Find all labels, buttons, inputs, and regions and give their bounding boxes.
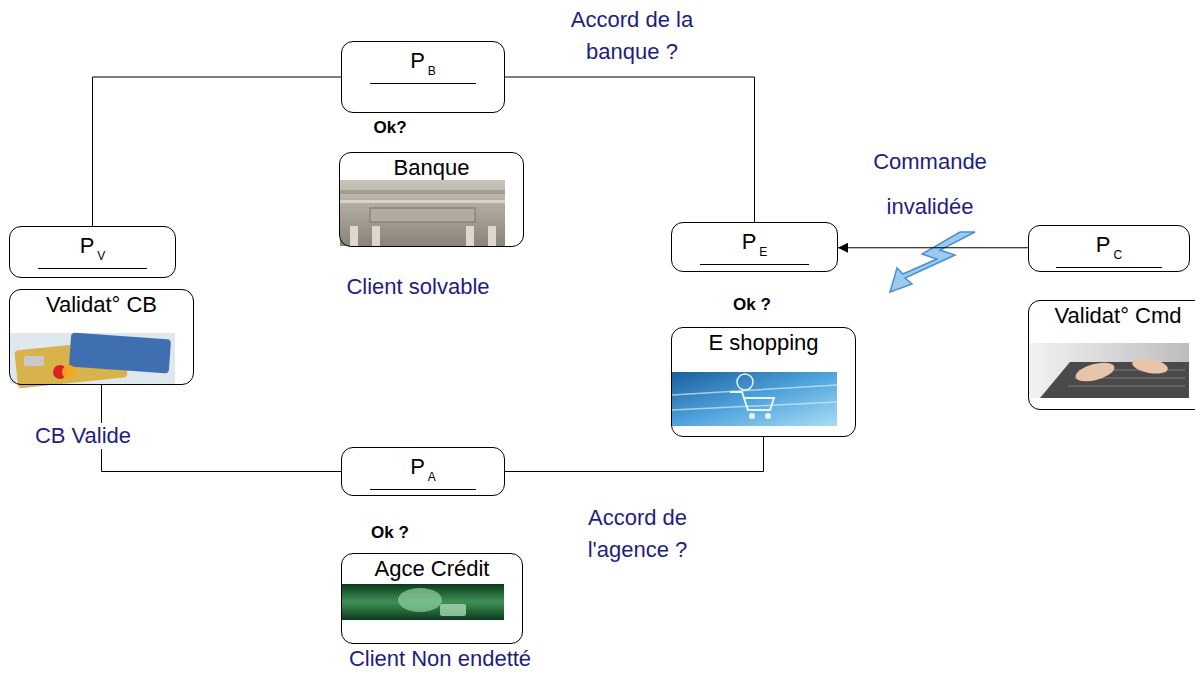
underline: [370, 83, 477, 84]
picture-box: Validat° CB: [9, 289, 194, 385]
underline: [1056, 267, 1162, 268]
condition-label: CB Valide: [8, 423, 158, 449]
illustration-part: [1029, 343, 1189, 398]
process-box: PC: [1028, 225, 1190, 272]
underline: [38, 268, 147, 269]
label-row: PA: [342, 448, 504, 480]
process-letter: P: [410, 48, 425, 73]
underline: [370, 489, 477, 490]
illustration-part: [672, 385, 837, 410]
connector: [505, 437, 764, 472]
illustration-part: [466, 226, 474, 246]
illustration-part: [488, 226, 496, 246]
illustration-part: [398, 588, 442, 612]
illustration-part: [24, 356, 44, 366]
process-subscript: E: [759, 245, 767, 259]
edge-label: Accord de la banque ?: [552, 4, 712, 68]
illustration-part: [890, 232, 975, 292]
edge-label: Commande invalidée: [860, 139, 1000, 229]
box-title: E shopping: [672, 328, 855, 356]
question-label: Ok ?: [360, 523, 420, 543]
illustration-part: [440, 604, 466, 616]
picture-box: Agce Crédit: [341, 553, 523, 644]
order-validation-picture: [1029, 343, 1189, 398]
process-letter: P: [80, 233, 95, 258]
illustration-part: [749, 413, 755, 419]
illustration-part: [765, 413, 771, 419]
connector: [505, 77, 755, 222]
condition-label: Client solvable: [320, 274, 516, 300]
process-subscript: V: [97, 249, 105, 263]
process-box: PE: [671, 222, 838, 272]
label-row: PB: [342, 42, 504, 74]
illustration-part: [1074, 359, 1117, 385]
question-label: Ok?: [360, 118, 420, 138]
illustration-part: [62, 365, 76, 379]
illustration-part: [737, 374, 753, 390]
picture-box: Banque: [339, 152, 524, 247]
credit-agency-picture: [342, 584, 504, 620]
process-subscript: A: [428, 470, 436, 484]
label-row: PC: [1029, 226, 1189, 258]
process-subscript: C: [1114, 248, 1123, 262]
illustration-part: [370, 208, 475, 222]
process-letter: P: [410, 454, 425, 479]
connector: [93, 77, 342, 226]
process-box: PB: [341, 41, 505, 113]
box-title: Validat° Cmd: [1029, 301, 1195, 329]
illustration-part: [342, 584, 504, 620]
illustration-part: [1131, 356, 1169, 376]
process-letter: P: [742, 229, 757, 254]
question-label: Ok ?: [722, 295, 782, 315]
picture-box: Validat° Cmd: [1028, 300, 1195, 410]
box-title: Validat° CB: [10, 290, 193, 318]
box-title: Agce Crédit: [342, 554, 522, 582]
bank-picture: [340, 180, 505, 246]
illustration-part: [340, 190, 505, 194]
process-box: PV: [9, 226, 176, 278]
underline: [700, 264, 809, 265]
picture-box: E shopping: [671, 327, 856, 437]
illustration-part: [730, 392, 774, 410]
connector: [838, 247, 1028, 248]
illustration-part: [672, 372, 837, 426]
illustration-part: [372, 226, 380, 246]
illustration-part: [340, 180, 505, 246]
lightning-bolt: [890, 232, 975, 292]
illustration-part: [69, 333, 171, 374]
condition-label: Client Non endetté: [315, 646, 565, 672]
label-row: PV: [10, 227, 175, 259]
process-letter: P: [1096, 232, 1111, 257]
label-row: PE: [672, 223, 837, 255]
edge-label: Accord de l'agence ?: [575, 502, 700, 566]
credit-card-picture: [10, 333, 175, 389]
process-subscript: B: [428, 64, 436, 78]
shopping-picture: [672, 372, 837, 426]
illustration-part: [350, 226, 358, 246]
process-box: PA: [341, 447, 505, 496]
box-title: Banque: [340, 153, 523, 181]
illustration-part: [340, 200, 505, 203]
